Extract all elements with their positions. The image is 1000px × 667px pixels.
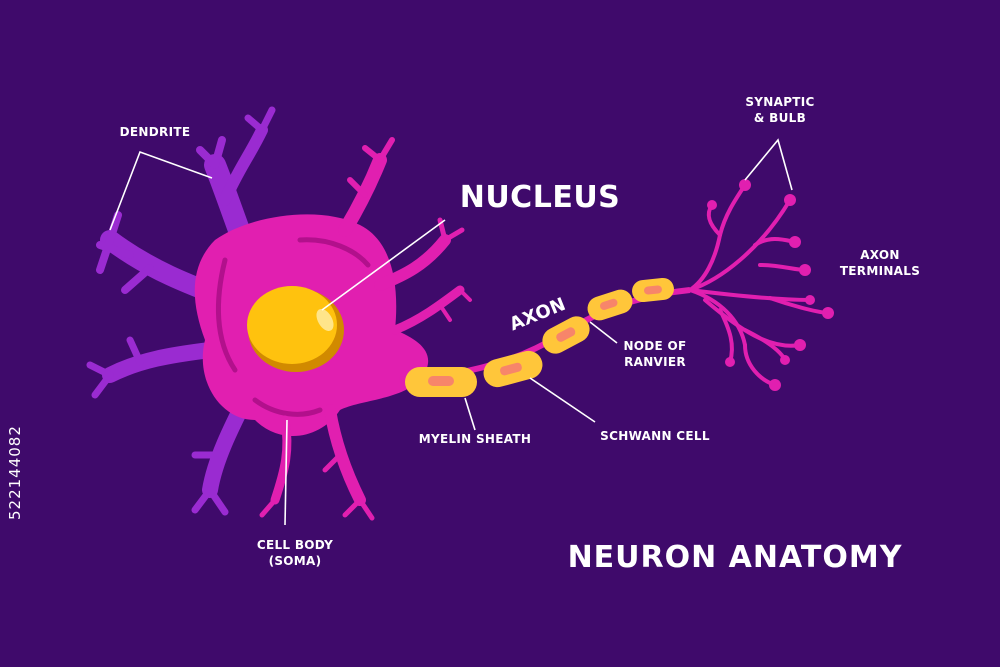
dendrite-label: DENDRITE [119, 125, 191, 139]
soma-branches [259, 137, 472, 521]
schwann-cell-label: SCHWANN CELL [600, 429, 710, 443]
diagram-title: NEURON ANATOMY [567, 540, 903, 575]
myelin-segments [405, 277, 674, 397]
leader-lines [109, 138, 793, 526]
nucleus-label: NUCLEUS [459, 180, 621, 215]
stock-id: 522144082 [6, 425, 24, 520]
synaptic-bulbs [707, 179, 834, 391]
cell-body-label: CELL BODY (SOMA) [256, 538, 334, 569]
synaptic-bulb-label: SYNAPTIC & BULB [745, 95, 815, 126]
axon-terminals [688, 183, 830, 387]
node-of-ranvier-label: NODE OF RANVIER [623, 339, 687, 370]
myelin-sheath-label: MYELIN SHEATH [418, 432, 532, 446]
nucleus [247, 286, 344, 372]
axon-terminals-label: AXON TERMINALS [839, 248, 921, 279]
